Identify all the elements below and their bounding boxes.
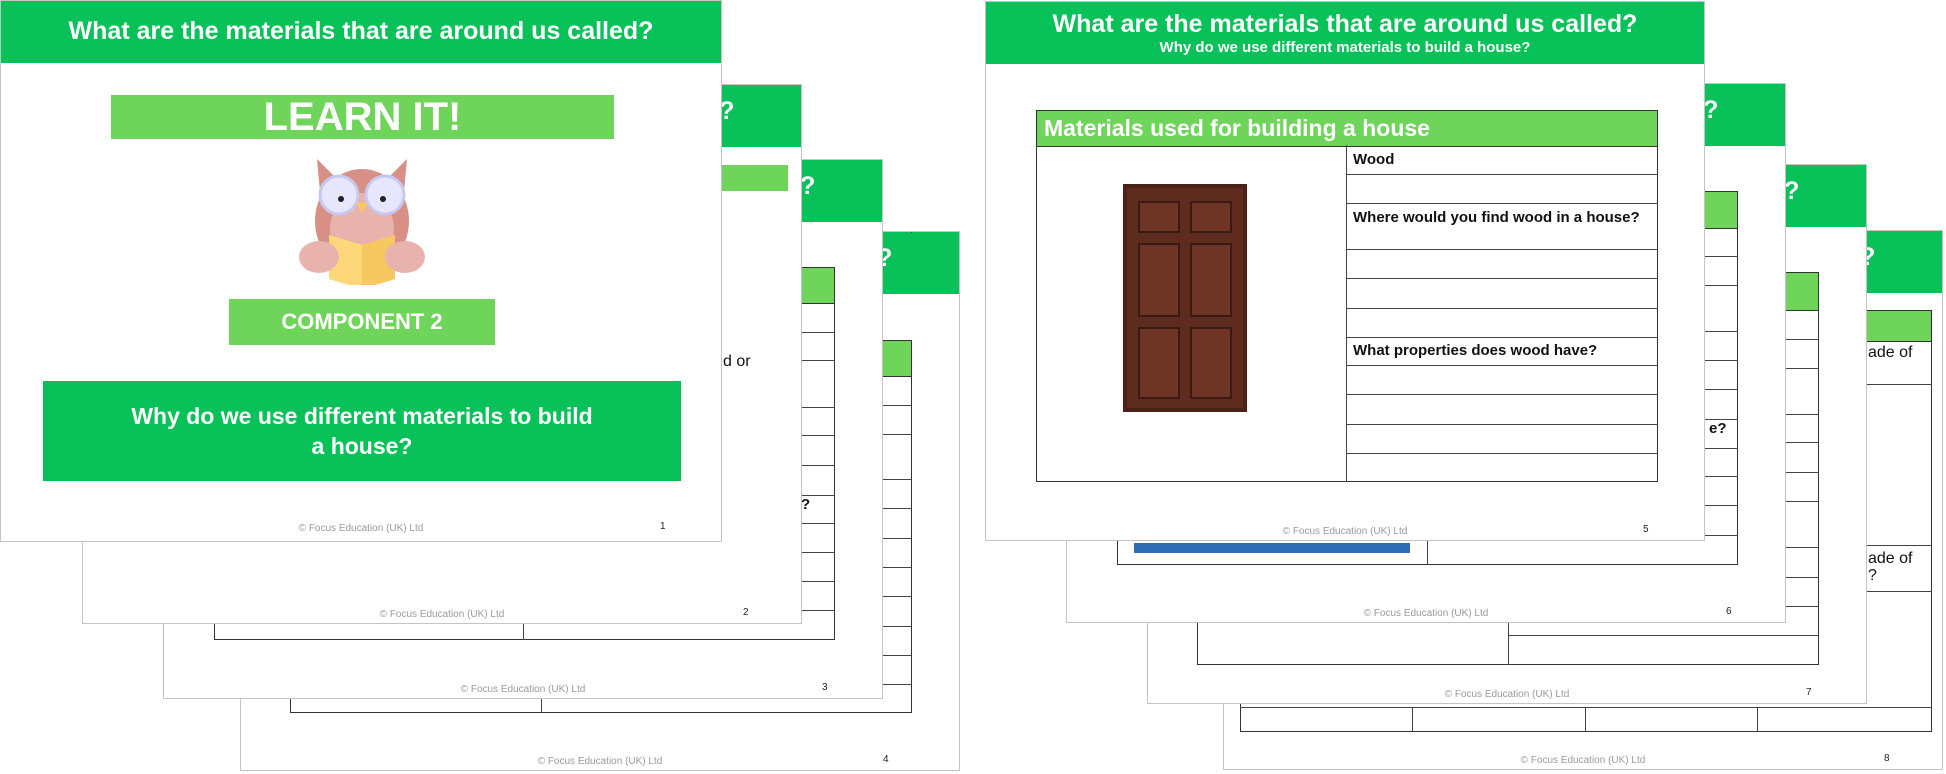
copyright-footer: © Focus Education (UK) Ltd	[460, 684, 586, 695]
table-title: Materials used for building a house	[1037, 111, 1657, 147]
page-number: 1	[660, 521, 666, 532]
slide-1[interactable]: What are the materials that are around u…	[0, 0, 722, 542]
page-number: 6	[1726, 606, 1732, 617]
copyright-footer: © Focus Education (UK) Ltd	[1363, 608, 1489, 619]
copyright-footer: © Focus Education (UK) Ltd	[1282, 526, 1408, 537]
wooden-door-image	[1123, 184, 1247, 412]
page-number: 7	[1806, 687, 1812, 698]
materials-table: Materials used for building a house	[1036, 110, 1658, 482]
slide-5[interactable]: What are the materials that are around u…	[985, 1, 1705, 541]
page-number: 4	[883, 754, 889, 765]
copyright-footer: © Focus Education (UK) Ltd	[298, 523, 424, 534]
cell-text: ?	[801, 496, 811, 513]
copyright-footer: © Focus Education (UK) Ltd	[1520, 755, 1646, 766]
blue-bar	[1134, 543, 1410, 553]
cell-text: ade of	[1868, 550, 1913, 567]
owl-reading-icon	[299, 159, 425, 285]
question-banner: Why do we use different materials to bui…	[43, 381, 681, 481]
material-label: Wood	[1353, 151, 1395, 168]
question-properties: What properties does wood have?	[1353, 342, 1598, 359]
learn-it-banner: LEARN IT!	[111, 95, 614, 139]
copyright-footer: © Focus Education (UK) Ltd	[1444, 689, 1570, 700]
body-text: d or	[723, 353, 751, 370]
page-number: 5	[1643, 524, 1649, 535]
component-label: COMPONENT 2	[229, 299, 495, 345]
cell-text: e?	[1709, 420, 1727, 437]
cell-text: ?	[1868, 567, 1877, 584]
page-number: 2	[743, 607, 749, 618]
copyright-footer: © Focus Education (UK) Ltd	[379, 609, 505, 620]
page-number: 8	[1884, 753, 1890, 764]
slide-header: What are the materials that are around u…	[1, 1, 721, 63]
slide-header: What are the materials that are around u…	[986, 2, 1704, 64]
copyright-footer: © Focus Education (UK) Ltd	[537, 756, 663, 767]
question-where: Where would you find wood in a house?	[1353, 209, 1640, 226]
cell-text: ade of	[1868, 344, 1913, 361]
page-number: 3	[822, 682, 828, 693]
